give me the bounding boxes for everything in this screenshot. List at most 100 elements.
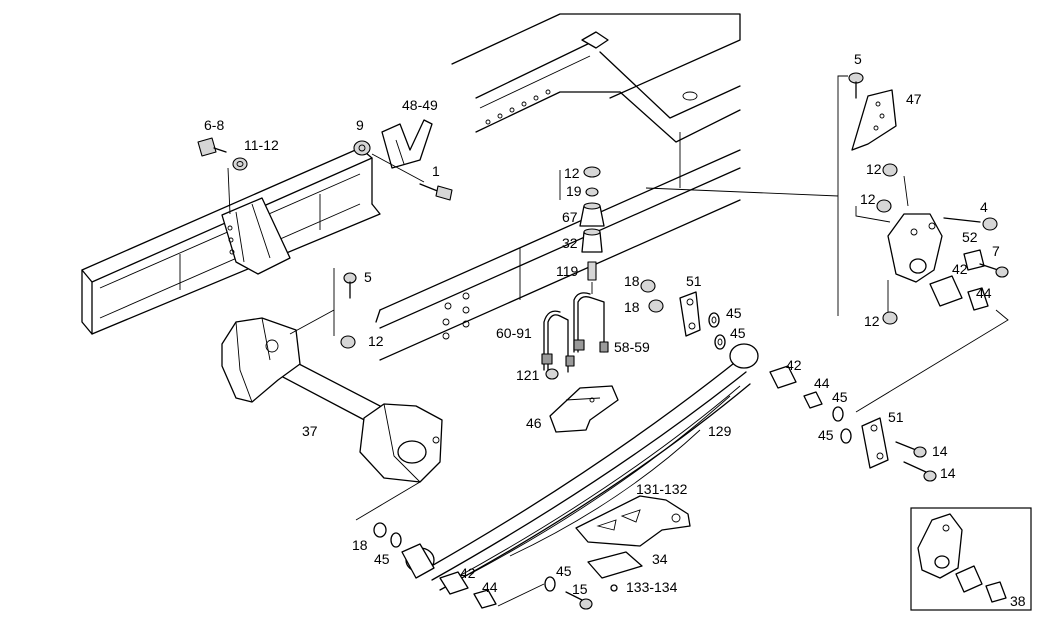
- inset-38: [910, 507, 1032, 611]
- callout-45-c: 45: [832, 389, 848, 405]
- nut-12-left: [340, 335, 356, 349]
- callout-51-mid: 51: [888, 409, 904, 425]
- callout-45-low: 45: [374, 551, 390, 567]
- callout-42-right: 42: [952, 261, 968, 277]
- bushing-42-right: [929, 275, 963, 307]
- callout-labels: 6-8 11-12 9 48-49 1 5 12 37 12 19 67 32 …: [204, 51, 1026, 609]
- bolt-4: [943, 217, 998, 231]
- callout-14-a: 14: [932, 443, 948, 459]
- bolt-7: [979, 263, 1009, 278]
- callout-9: 9: [356, 117, 364, 133]
- nut-12-r3: [882, 311, 898, 325]
- callout-12-r2: 12: [860, 191, 876, 207]
- leader-5-12-left: [289, 268, 335, 336]
- callout-5-left: 5: [364, 269, 372, 285]
- spacer-133-134: [610, 584, 618, 592]
- callout-15: 15: [572, 581, 588, 597]
- callout-51-top: 51: [686, 273, 702, 289]
- callout-14-b: 14: [940, 465, 956, 481]
- washer-45-c: [832, 406, 844, 422]
- callout-44-mid: 44: [814, 375, 830, 391]
- bracket-131-132: [575, 495, 691, 547]
- callout-44-right: 44: [976, 285, 992, 301]
- leader-right-group: [645, 75, 848, 316]
- nut-18-a: [640, 279, 656, 293]
- callout-7: 7: [992, 243, 1000, 259]
- callout-45-d: 45: [818, 427, 834, 443]
- leader-hanger: [855, 175, 909, 316]
- callout-119: 119: [556, 263, 579, 279]
- washer-18-low: [373, 522, 387, 538]
- callout-32: 32: [562, 235, 578, 251]
- callout-121: 121: [516, 367, 540, 383]
- plate-46: [549, 385, 619, 433]
- callout-1: 1: [432, 163, 440, 179]
- leader-6-8: [227, 167, 231, 215]
- pin-44-mid: [803, 391, 823, 409]
- bolt-14-a: [895, 441, 927, 458]
- callout-45-b: 45: [730, 325, 746, 341]
- washer-45-a: [708, 312, 720, 328]
- washer-45-d: [840, 428, 852, 444]
- plate-34: [587, 551, 643, 579]
- callout-6-8: 6-8: [204, 117, 224, 133]
- bracket-47: [851, 89, 897, 151]
- bushing-42-low: [439, 571, 469, 595]
- callout-52: 52: [962, 229, 978, 245]
- callout-42-low: 42: [460, 565, 476, 581]
- bracket-48-49: [381, 119, 433, 169]
- leader-9-1: [371, 153, 425, 183]
- pin-44-low: [473, 589, 497, 609]
- callout-12-r3: 12: [864, 313, 880, 329]
- callout-48-49: 48-49: [402, 97, 438, 113]
- axle-support-37: [221, 317, 443, 483]
- washer-9: [353, 140, 371, 156]
- washer-45-low: [390, 532, 402, 548]
- bolt-1: [419, 183, 453, 201]
- hanger-bracket: [887, 213, 943, 283]
- leader-right-eye: [855, 309, 1009, 413]
- callout-58-59: 58-59: [614, 339, 650, 355]
- callout-131-132: 131-132: [636, 481, 688, 497]
- callout-5-right: 5: [854, 51, 862, 67]
- pin-44-right: [967, 287, 989, 311]
- bolt-14-b: [903, 461, 937, 482]
- u-bolt-60-91: [541, 310, 575, 373]
- callout-12-stack: 12: [564, 165, 580, 181]
- callout-38: 38: [1010, 593, 1026, 609]
- chassis-frame: [81, 13, 741, 361]
- callout-11-12: 11-12: [244, 137, 279, 153]
- callout-45-bot: 45: [556, 563, 572, 579]
- callout-45-a: 45: [726, 305, 742, 321]
- shackle-plate-51-top: [679, 291, 701, 337]
- callout-46: 46: [526, 415, 542, 431]
- callout-60-91: 60-91: [496, 325, 532, 341]
- bolt-6-8: [197, 137, 227, 157]
- callout-4: 4: [980, 199, 988, 215]
- leader-37-front: [355, 481, 421, 521]
- bolt-15: [565, 591, 593, 610]
- callout-47: 47: [906, 91, 922, 107]
- callout-18-a: 18: [624, 273, 640, 289]
- leaf-spring-129: [401, 343, 759, 591]
- callout-12-r1: 12: [866, 161, 882, 177]
- bolt-5-left: [343, 272, 357, 299]
- nut-18-b: [648, 299, 664, 313]
- callout-129: 129: [708, 423, 732, 439]
- washer-45-bot: [544, 576, 556, 592]
- nut-11-12: [232, 157, 248, 171]
- leader-front-eye: [497, 583, 545, 607]
- callout-18-low: 18: [352, 537, 368, 553]
- callout-44-low: 44: [482, 579, 498, 595]
- washer-45-b: [714, 334, 726, 350]
- callout-37: 37: [302, 423, 318, 439]
- callout-18-b: 18: [624, 299, 640, 315]
- callout-42-mid: 42: [786, 357, 802, 373]
- u-bolt-58-59: [573, 292, 609, 353]
- bushing-42-mid: [769, 365, 797, 389]
- callout-19: 19: [566, 183, 582, 199]
- bolt-5-right: [848, 72, 864, 99]
- callout-67: 67: [562, 209, 578, 225]
- callout-133-134: 133-134: [626, 579, 678, 595]
